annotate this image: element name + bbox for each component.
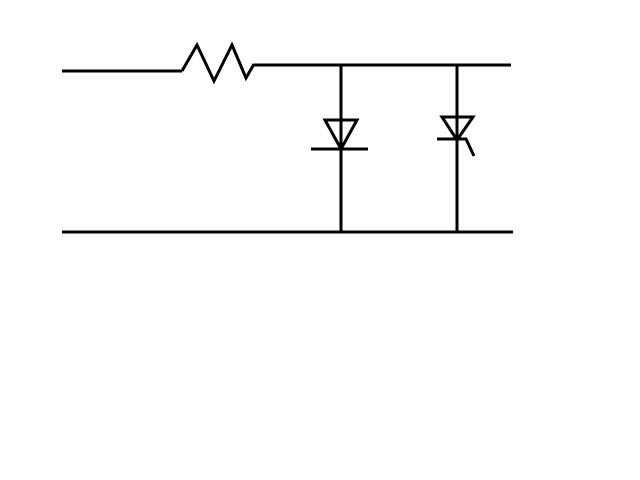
zener-triangle <box>439 115 476 143</box>
diode-icon <box>311 118 368 153</box>
zener-branch <box>437 65 476 232</box>
diode-branch <box>311 65 368 232</box>
resistor-icon <box>180 41 256 85</box>
diode-triangle <box>322 118 360 153</box>
top-rail <box>62 41 511 85</box>
zener-bar <box>437 137 476 157</box>
zener-diode-icon <box>437 115 476 157</box>
